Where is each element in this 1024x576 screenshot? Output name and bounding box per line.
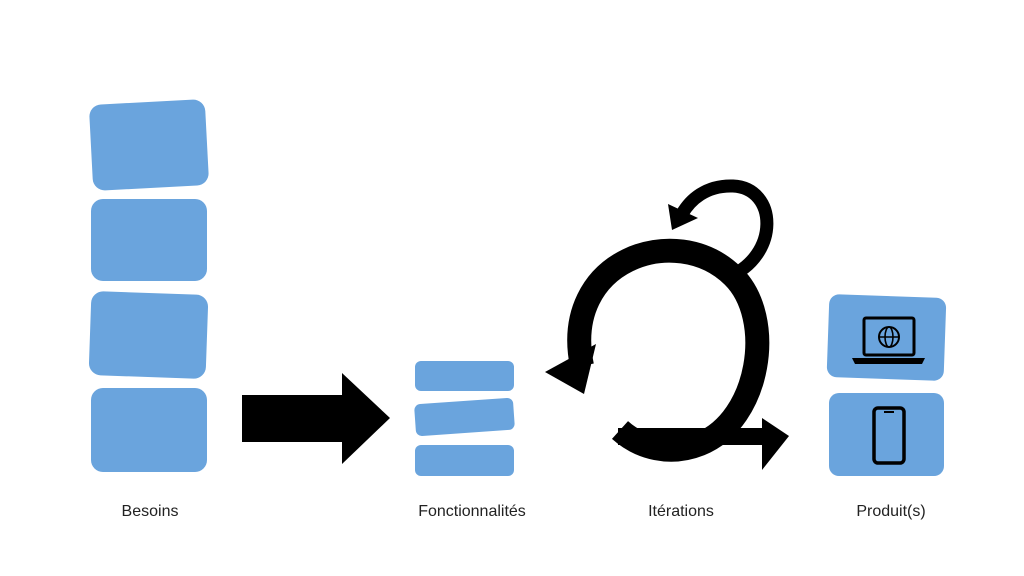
iteration-cycle-icon	[545, 179, 789, 470]
besoins-block-1	[89, 99, 209, 191]
caption-produits: Produit(s)	[856, 503, 926, 520]
smartphone-icon	[872, 406, 906, 465]
produit-phone-block	[829, 393, 944, 476]
caption-besoins: Besoins	[121, 503, 179, 520]
besoins-block-3	[88, 291, 209, 379]
besoins-block-4	[91, 388, 207, 472]
right-arrow-icon	[242, 373, 390, 464]
fonctionnalites-bar-2	[414, 397, 515, 436]
caption-fonctionnalites: Fonctionnalités	[418, 503, 526, 520]
besoins-stack	[88, 99, 209, 472]
fonctionnalites-stack	[414, 361, 515, 476]
laptop-globe-icon	[852, 316, 925, 364]
produits-stack	[826, 294, 947, 476]
fonctionnalites-bar-1	[415, 361, 514, 391]
caption-iterations: Itérations	[648, 503, 714, 520]
fonctionnalites-bar-3	[415, 445, 514, 476]
besoins-block-2	[91, 199, 207, 281]
